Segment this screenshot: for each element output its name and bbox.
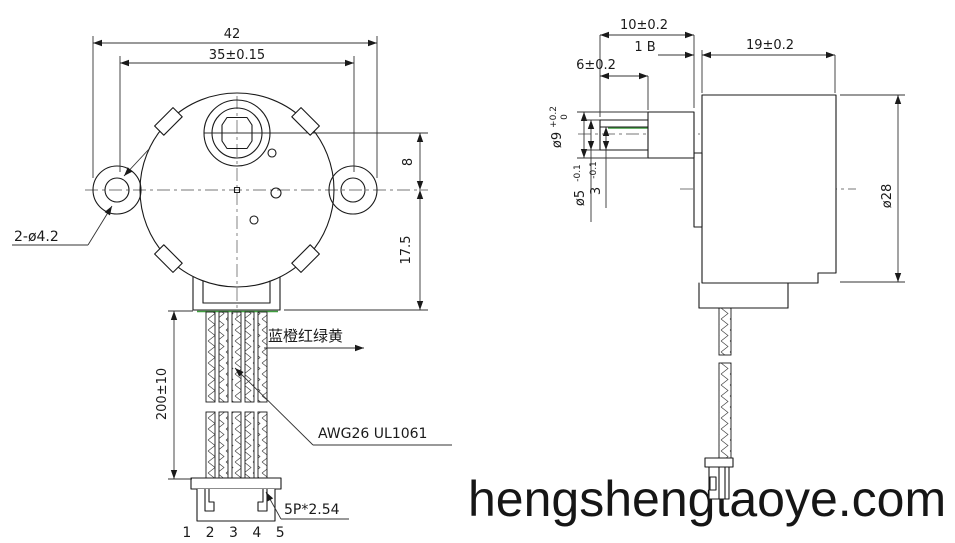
dim-body-depth: 19±0.2 — [702, 38, 836, 93]
svg-text:+0.2: +0.2 — [549, 106, 559, 128]
svg-text:ø9: ø9 — [550, 132, 565, 148]
svg-text:6±0.2: 6±0.2 — [576, 58, 616, 73]
svg-text:35±0.15: 35±0.15 — [209, 48, 265, 63]
svg-text:-0.1: -0.1 — [573, 164, 583, 182]
dim-shaft-offset-and-bottom: 8 17.5 — [284, 133, 428, 311]
left-mounting-ear — [92, 165, 142, 215]
dim-boss-diameter: ø9 +0.2 0 — [549, 106, 648, 159]
svg-text:19±0.2: 19±0.2 — [746, 38, 794, 53]
shaft-d-cut — [221, 116, 253, 150]
connector-front — [190, 477, 282, 522]
svg-text:1 B: 1 B — [634, 40, 655, 55]
dim-shaft-diameter: ø5 -0.1 — [573, 119, 600, 222]
dim-flange-thickness: 1 B — [634, 40, 703, 93]
dim-shaft-extension: 10±0.2 — [599, 18, 695, 117]
side-wire-housing — [698, 282, 789, 309]
boss-side — [647, 111, 695, 159]
right-mounting-hole — [340, 177, 366, 203]
front-motor-body — [92, 92, 378, 313]
svg-text:0: 0 — [560, 114, 570, 120]
dim-lead-length: 200±10 — [155, 310, 193, 480]
label-connector: 5P*2.54 — [265, 491, 349, 520]
wire-exit-housing — [192, 276, 281, 313]
svg-text:10±0.2: 10±0.2 — [620, 18, 668, 33]
shaft-boss — [203, 99, 271, 167]
svg-text:3: 3 — [589, 187, 604, 195]
dim-overall-width: 42 — [92, 27, 378, 178]
left-mounting-hole — [104, 177, 130, 203]
svg-text:蓝橙红绿黄: 蓝橙红绿黄 — [268, 327, 343, 345]
dim-body-diameter: ø28 — [840, 94, 905, 283]
svg-text:ø5: ø5 — [573, 190, 588, 206]
svg-text:ø28: ø28 — [880, 184, 895, 209]
pin-numbers: 1 2 3 4 5 — [182, 525, 289, 541]
front-view: 42 35±0.15 2-ø4.2 8 17.5 — [12, 27, 452, 541]
svg-text:42: 42 — [224, 27, 241, 42]
flange-plate-edge — [693, 152, 703, 228]
crimp-tabs — [154, 107, 320, 273]
right-mounting-ear — [328, 165, 378, 215]
dim-shaft-flat-length: 6±0.2 — [576, 58, 649, 110]
svg-text:5P*2.54: 5P*2.54 — [284, 502, 340, 518]
center-mark — [233, 186, 241, 194]
svg-text:2-ø4.2: 2-ø4.2 — [14, 229, 59, 245]
dim-mount-hole-spacing: 35±0.15 — [119, 48, 355, 172]
lead-wires — [205, 311, 268, 479]
svg-text:200±10: 200±10 — [155, 368, 170, 420]
label-wire-colors: 蓝橙红绿黄 — [264, 327, 364, 352]
face-holes — [233, 148, 282, 225]
watermark-text: hengshengtaoye.com — [468, 471, 946, 527]
svg-text:8: 8 — [401, 158, 416, 166]
shaft-side — [599, 119, 649, 151]
callout-mount-holes: 2-ø4.2 — [12, 147, 151, 246]
side-view: 10±0.2 1 B 6±0.2 19±0.2 ø9 +0.2 0 — [549, 18, 905, 500]
label-wire-spec: AWG26 UL1061 — [234, 367, 452, 446]
side-motor-body — [599, 94, 837, 309]
svg-text:17.5: 17.5 — [399, 236, 414, 265]
svg-text:AWG26 UL1061: AWG26 UL1061 — [318, 426, 427, 442]
side-lead-wire — [704, 307, 734, 500]
dim-shaft-flat: 3 -0.1 — [589, 127, 610, 208]
svg-text:-0.1: -0.1 — [589, 161, 599, 179]
